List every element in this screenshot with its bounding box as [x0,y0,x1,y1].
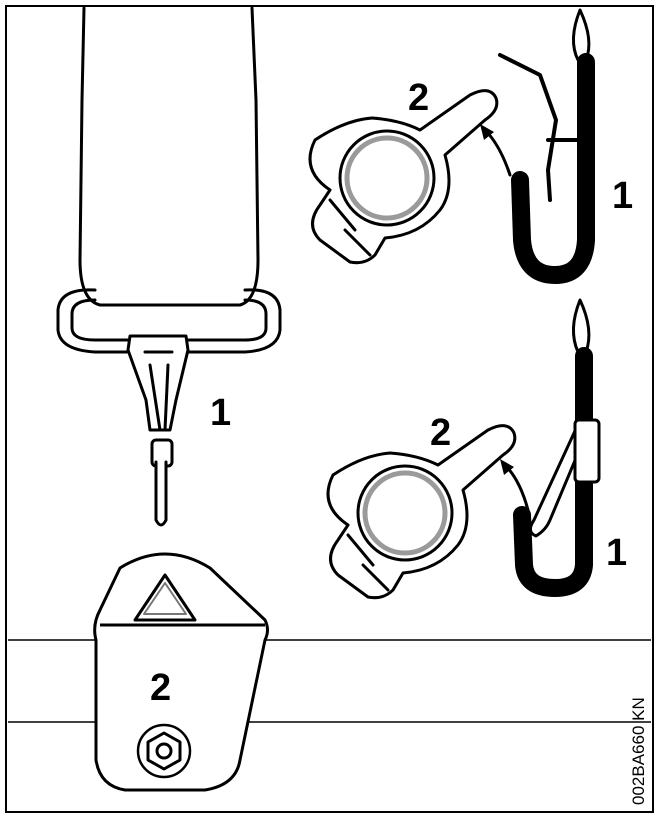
left-assembly [56,6,282,527]
figure-code: 002BA660 KN [629,697,648,805]
arrow-bottom [503,463,530,512]
left-clip-label: 2 [150,667,171,709]
figure-frame [5,5,654,813]
j-hook-lower [513,347,593,597]
gate-sleeve [573,418,601,484]
carabiner-gate [529,418,594,538]
left-hook-label: 1 [210,392,231,434]
arrow-top [483,128,512,177]
hook-detail [143,350,174,432]
ring-clip-bottom [326,424,517,600]
ring-clip-top [308,89,499,265]
lower-hook-label: 1 [606,532,627,574]
lower-right-assembly [326,298,601,600]
triangle-slot [133,573,197,622]
hook-body [126,334,190,432]
lower-clip-label: 2 [430,412,451,454]
j-hook [511,53,595,284]
upper-right-assembly [308,8,595,284]
hook-wire [498,53,582,202]
hook-pin [154,460,168,527]
upper-hook-label: 1 [612,175,633,217]
upper-clip-label: 2 [408,77,429,119]
mounting-clip [93,552,269,792]
strap [78,6,260,307]
